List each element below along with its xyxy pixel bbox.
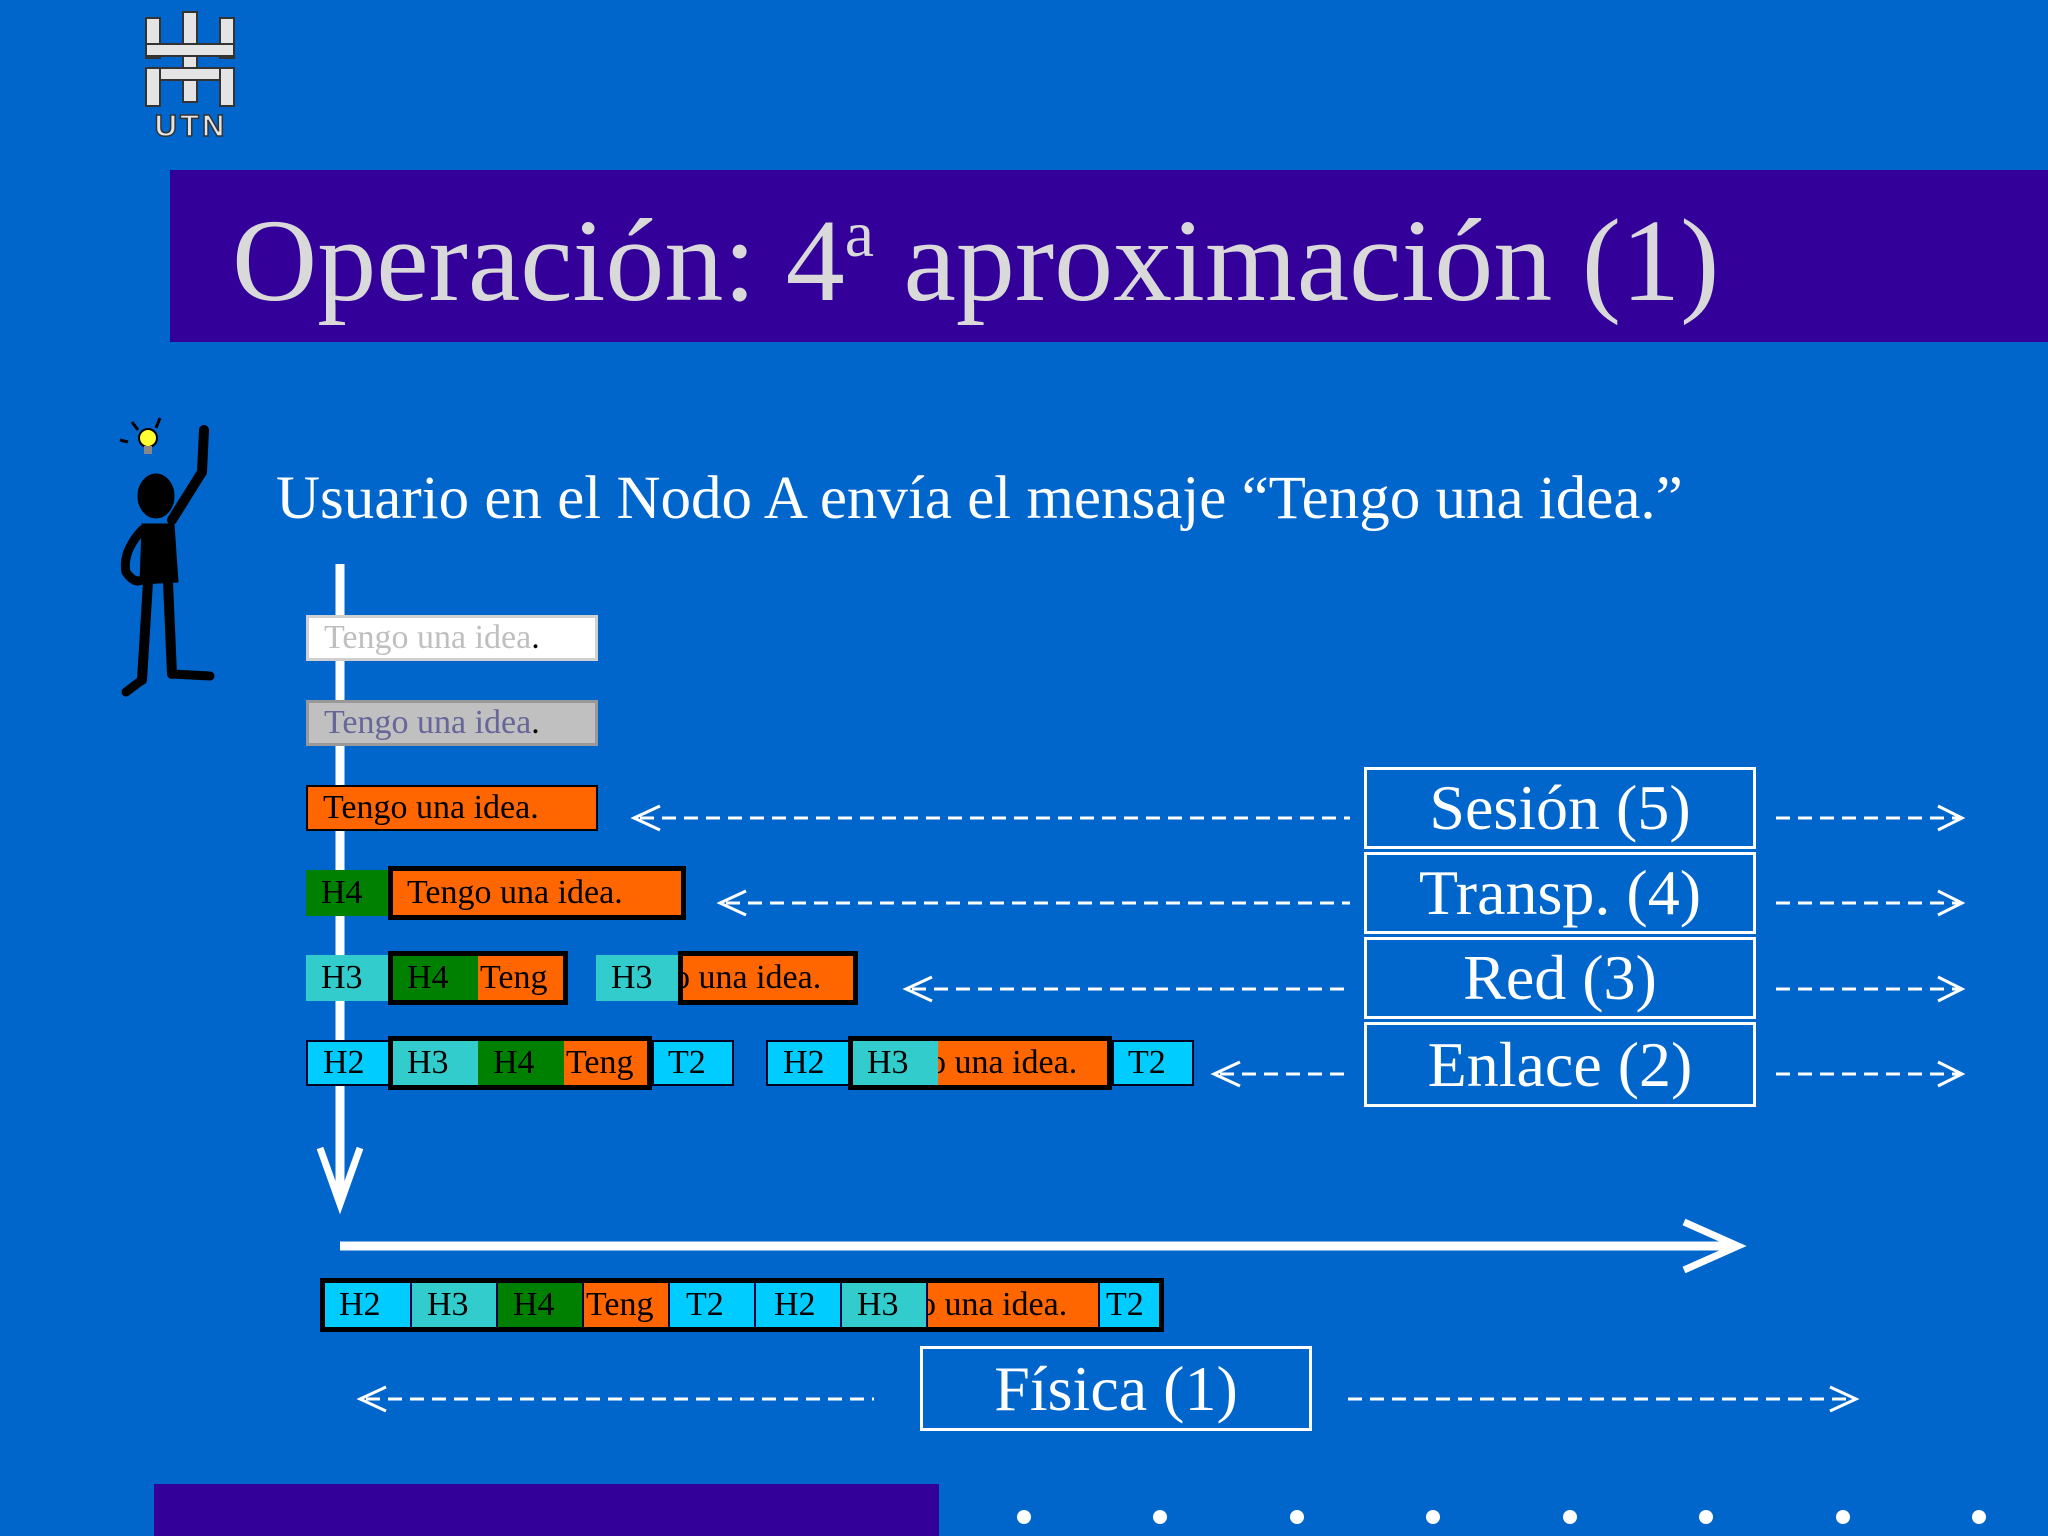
subtitle: Usuario en el Nodo A envía el mensaje “T… bbox=[276, 465, 1683, 532]
footer-bar bbox=[154, 1484, 939, 1536]
phys-h3a: H3 bbox=[410, 1282, 496, 1328]
link-f1-data: Teng bbox=[564, 1040, 650, 1086]
title-superscript: a bbox=[844, 198, 874, 271]
phys-h2b: H2 bbox=[754, 1282, 840, 1328]
footer-dot bbox=[1290, 1510, 1304, 1524]
link-f2-h3: H3 bbox=[852, 1040, 938, 1086]
network-p1-data: Teng bbox=[478, 955, 566, 1001]
session-data: Tengo una idea. bbox=[306, 785, 598, 831]
link-f2-t2: T2 bbox=[1112, 1040, 1194, 1086]
layer-transport: Transp. (4) bbox=[1364, 852, 1756, 934]
transport-h4: H4 bbox=[306, 870, 392, 916]
layer-physical: Física (1) bbox=[920, 1346, 1312, 1431]
link-f2-data: o una idea. bbox=[938, 1040, 1110, 1086]
phys-data-a: Teng bbox=[582, 1282, 668, 1328]
footer-dot bbox=[1563, 1510, 1577, 1524]
network-p2-data: o una idea. bbox=[682, 955, 854, 1001]
phys-t2a: T2 bbox=[668, 1282, 754, 1328]
footer-dot bbox=[1836, 1510, 1850, 1524]
phys-data-b: o una idea. bbox=[926, 1282, 1098, 1328]
phys-h3b: H3 bbox=[840, 1282, 926, 1328]
down-arrow-head bbox=[316, 1146, 364, 1215]
footer-dot bbox=[1426, 1510, 1440, 1524]
utn-logo bbox=[145, 11, 235, 107]
application-data: Tengo una idea. bbox=[306, 615, 598, 661]
layer-session: Sesión (5) bbox=[1364, 767, 1756, 849]
link-f2-h2: H2 bbox=[766, 1040, 852, 1086]
slide-title: Operación: 4a aproximación (1) bbox=[232, 195, 1720, 326]
transport-data: Tengo una idea. bbox=[392, 870, 684, 916]
phys-t2b: T2 bbox=[1098, 1282, 1160, 1328]
link-f1-h2: H2 bbox=[306, 1040, 392, 1086]
right-arrow-head bbox=[1682, 1218, 1747, 1274]
layer-link: Enlace (2) bbox=[1364, 1022, 1756, 1107]
network-p1-h3: H3 bbox=[306, 955, 392, 1001]
presentation-data: Tengo una idea. bbox=[306, 700, 598, 746]
layer-network: Red (3) bbox=[1364, 937, 1756, 1019]
link-f1-h4: H4 bbox=[478, 1040, 564, 1086]
footer-dot bbox=[1972, 1510, 1986, 1524]
phys-h4: H4 bbox=[496, 1282, 582, 1328]
link-f1-t2: T2 bbox=[652, 1040, 734, 1086]
footer-dot bbox=[1699, 1510, 1713, 1524]
footer-dot bbox=[1153, 1510, 1167, 1524]
link-f1-h3: H3 bbox=[392, 1040, 478, 1086]
phys-h2a: H2 bbox=[324, 1282, 410, 1328]
logo-text: UTN bbox=[154, 107, 228, 144]
title-bar bbox=[170, 170, 2048, 342]
person-idea-icon bbox=[119, 417, 215, 697]
network-p1-h4: H4 bbox=[392, 955, 478, 1001]
network-p2-h3: H3 bbox=[596, 955, 682, 1001]
footer-dot bbox=[1017, 1510, 1031, 1524]
